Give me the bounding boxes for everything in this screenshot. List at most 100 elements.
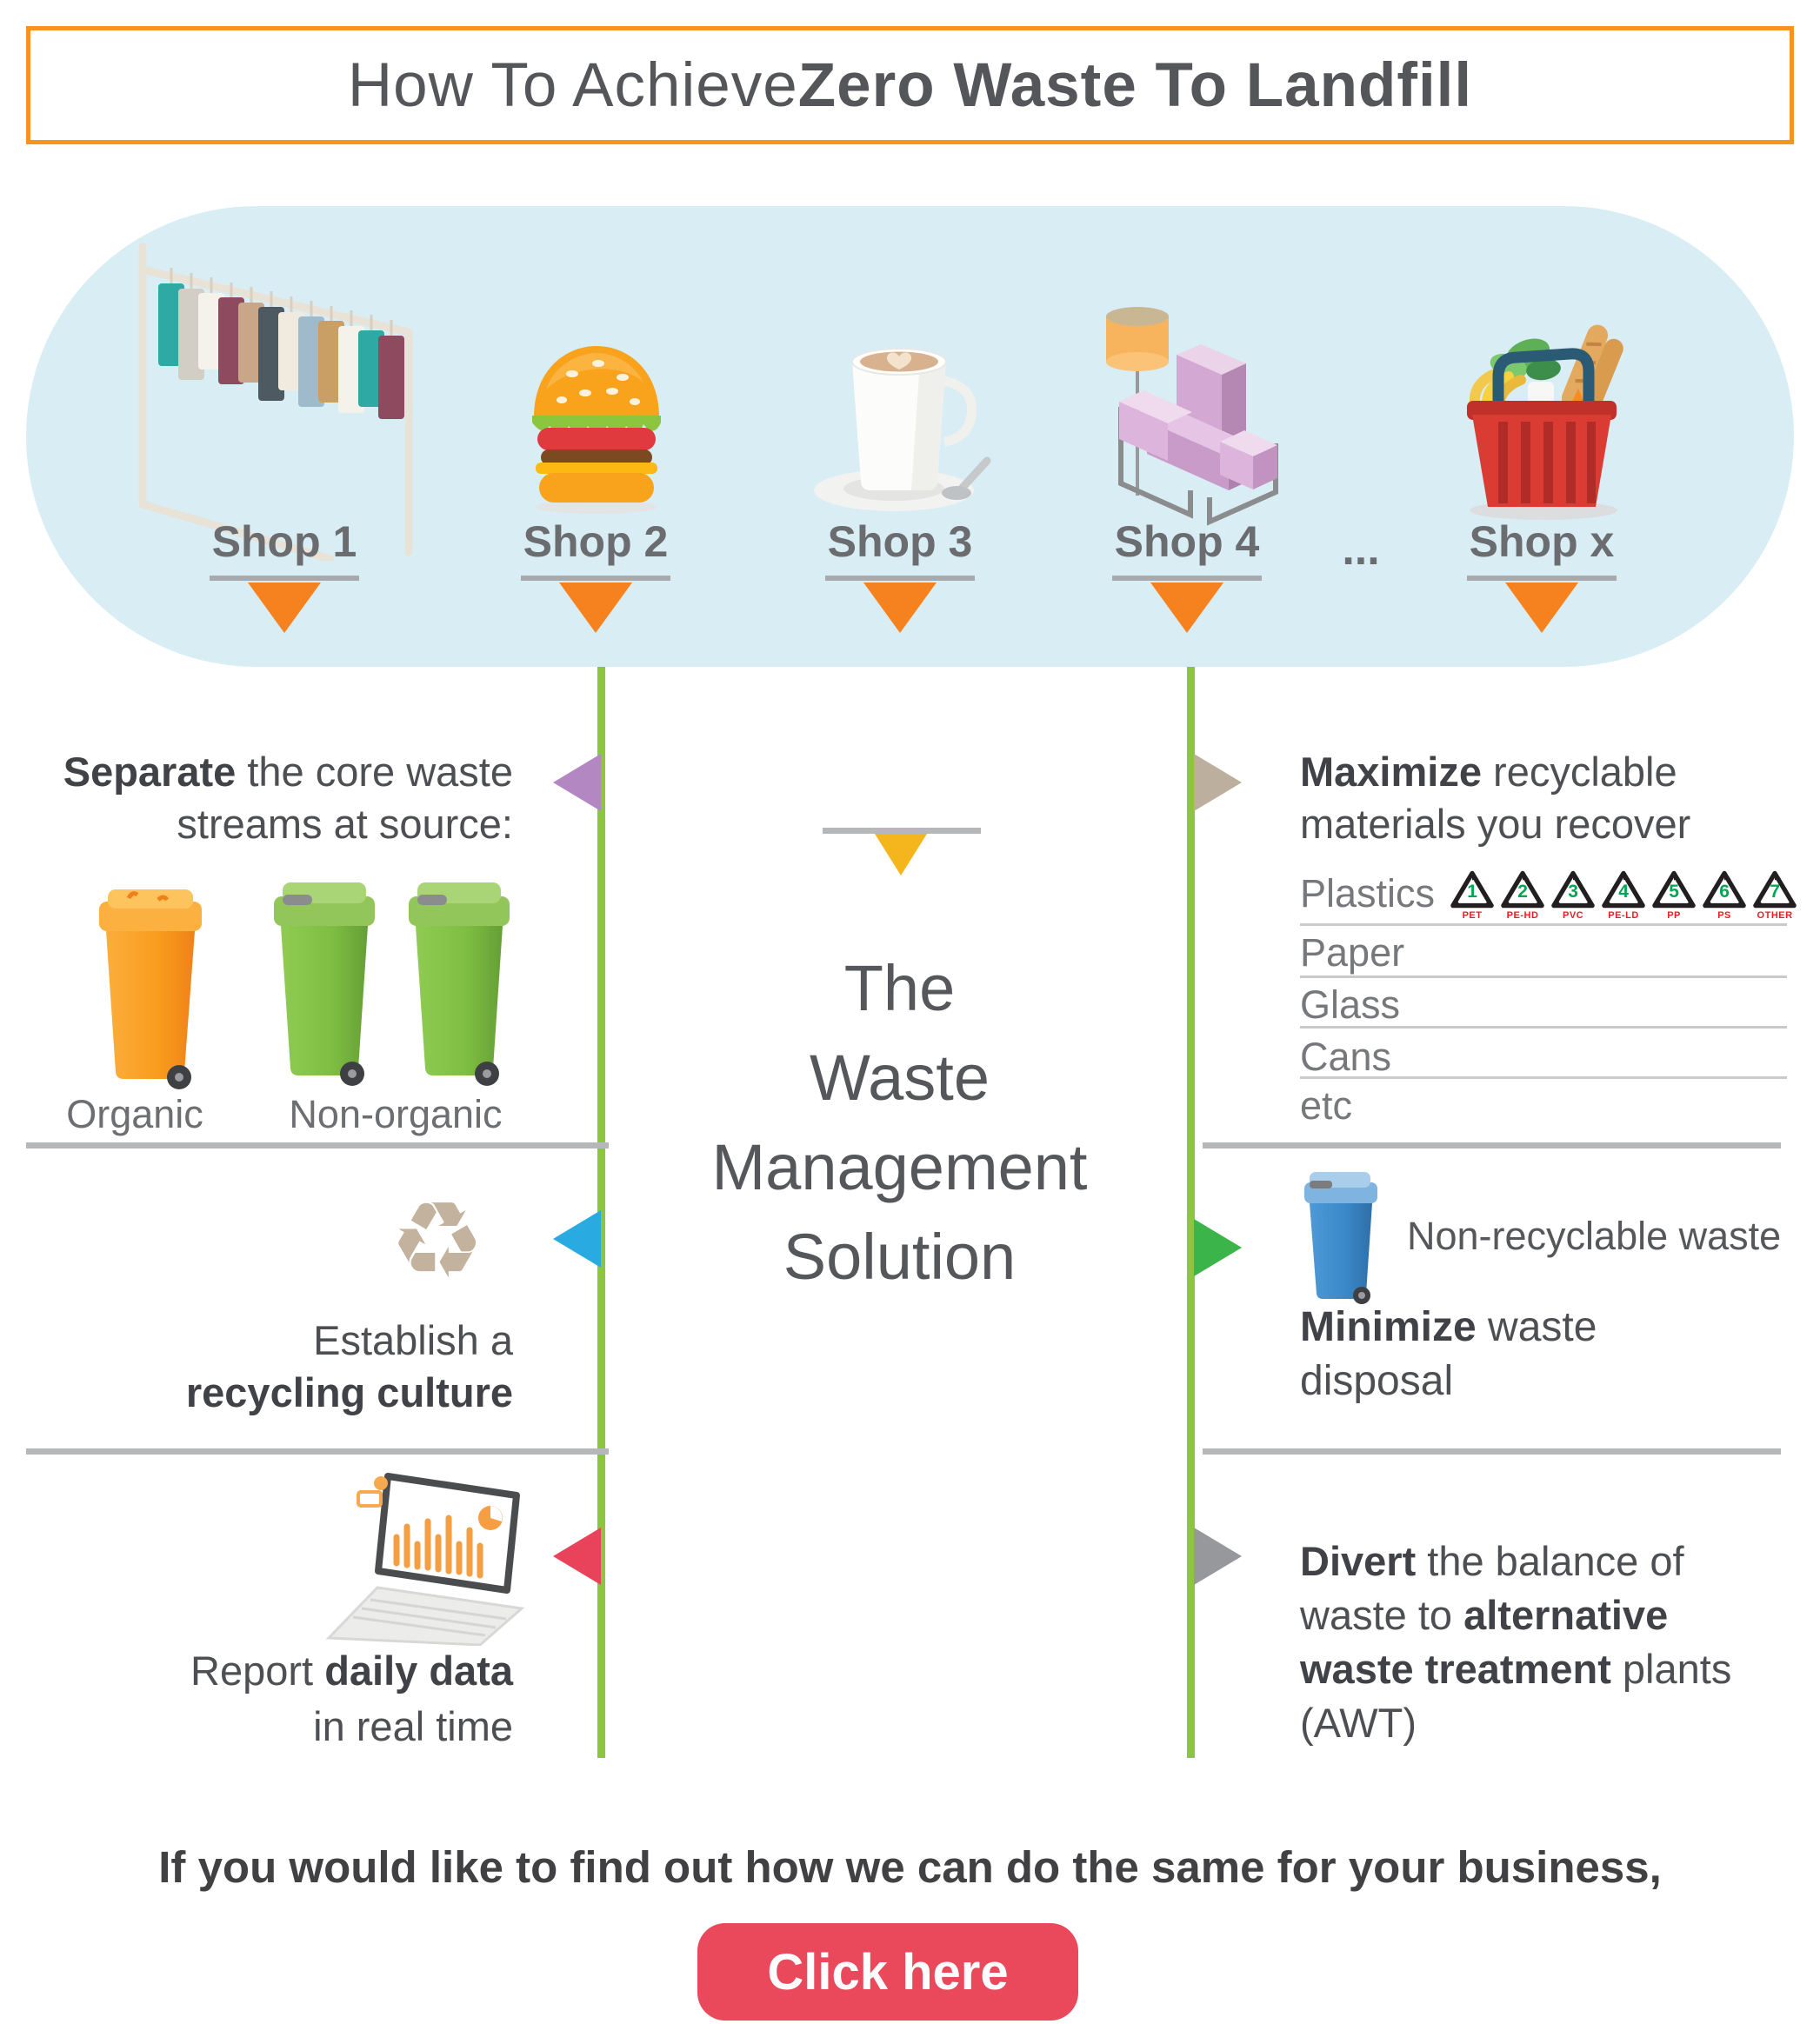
maximize-text: Maximize recyclable materials you recove… — [1300, 746, 1800, 850]
report-bold: daily data — [324, 1648, 513, 1694]
right-divider-1 — [1203, 1142, 1781, 1148]
plastic-code-symbol: 5 PP — [1650, 869, 1697, 921]
minimize-bold: Minimize — [1300, 1304, 1477, 1350]
minimize-arrow-icon — [1194, 1219, 1242, 1276]
shop-1-arrow-down-icon — [248, 583, 321, 633]
solution-headline: The Waste Management Solution — [654, 943, 1145, 1302]
clothes-rack-icon — [138, 243, 413, 561]
shop-x: Shop x — [1429, 516, 1655, 633]
divert-l2-pre: waste to — [1300, 1592, 1464, 1638]
divert-arrow-icon — [1194, 1528, 1242, 1585]
shop-2-arrow-down-icon — [559, 583, 632, 633]
material-etc: etc — [1300, 1083, 1353, 1128]
recycling-arrow-icon — [553, 1210, 601, 1268]
shop-4-label: Shop 4 — [1114, 517, 1260, 566]
funnel-line — [823, 828, 981, 834]
glass-underline — [1300, 1026, 1787, 1029]
non-recyclable-bin-icon — [1304, 1172, 1377, 1304]
recycling-triangle-icon — [1703, 870, 1746, 909]
divert-l3-rest: plants — [1610, 1646, 1732, 1692]
minimize-line2: disposal — [1300, 1358, 1454, 1404]
material-paper: Paper — [1300, 930, 1405, 975]
recycling-triangle-icon — [1501, 870, 1544, 909]
shop-1: Shop 1 — [171, 516, 397, 633]
plastic-code-symbol: 3 PVC — [1550, 869, 1597, 921]
paper-underline — [1300, 975, 1787, 978]
divert-bold: Divert — [1300, 1538, 1417, 1584]
coffee-cup-icon — [814, 348, 991, 511]
plastic-code-symbol: 7 OTHER — [1751, 869, 1798, 921]
plastic-code-symbol: 1 PET — [1449, 869, 1496, 921]
shop-x-underline — [1467, 576, 1617, 581]
minimize-rest: waste — [1476, 1304, 1597, 1350]
shops-ellipsis: ... — [1342, 524, 1380, 575]
plastic-code-symbol: 4 PE-LD — [1600, 869, 1647, 921]
solution-line-3: Management — [711, 1131, 1088, 1203]
shop-4-arrow-down-icon — [1150, 583, 1223, 633]
shop-3: Shop 3 — [787, 516, 1013, 633]
maximize-arrow-icon — [1194, 754, 1242, 811]
shop-3-arrow-down-icon — [863, 583, 937, 633]
divert-l4: (AWT) — [1300, 1700, 1417, 1746]
organic-bin-icon — [99, 889, 202, 1089]
laptop-report-icon — [325, 1473, 525, 1646]
separate-line2: streams at source: — [177, 801, 513, 847]
material-glass: Glass — [1300, 982, 1401, 1027]
recycling-triangle-icon — [1602, 870, 1645, 909]
divert-l2-bold: alternative — [1463, 1592, 1669, 1638]
click-here-button[interactable]: Click here — [697, 1923, 1078, 2021]
divert-l3-bold: waste treatment — [1300, 1646, 1611, 1692]
solution-line-4: Solution — [783, 1221, 1017, 1293]
separate-arrow-icon — [553, 754, 601, 811]
minimize-text: Minimize waste disposal — [1300, 1301, 1800, 1408]
report-arrow-icon — [553, 1528, 601, 1585]
title-prefix: How To Achieve — [347, 50, 798, 120]
timeline-left — [597, 667, 605, 1758]
plastics-row: Plastics 1 PET 2 — [1300, 869, 1802, 921]
shop-2: Shop 2 — [483, 516, 709, 633]
recycling-triangle-icon — [1450, 870, 1494, 909]
shop-3-underline — [825, 576, 975, 581]
timeline-right — [1187, 667, 1195, 1758]
plastics-underline — [1300, 923, 1787, 926]
separate-rest: the core waste — [236, 749, 513, 795]
recycling-line1: Establish a — [313, 1317, 513, 1363]
recycling-text: Establish a recycling culture — [26, 1315, 513, 1419]
divert-l1-rest: the balance of — [1416, 1538, 1684, 1584]
grocery-basket-icon — [1467, 324, 1623, 520]
left-divider-1 — [26, 1142, 609, 1148]
burger-icon — [532, 346, 661, 514]
solution-line-1: The — [843, 952, 956, 1024]
solution-line-2: Waste — [810, 1042, 990, 1114]
click-here-label: Click here — [767, 1943, 1009, 2001]
non-organic-bin-label: Non-organic — [289, 1092, 503, 1136]
shop-1-underline — [210, 576, 359, 581]
recycling-line2: recycling culture — [185, 1369, 513, 1415]
report-pre: Report — [190, 1648, 325, 1694]
recycling-triangle-icon — [1753, 870, 1797, 909]
separate-bold: Separate — [63, 749, 237, 795]
recycling-triangle-icon — [1652, 870, 1696, 909]
plastics-label: Plastics — [1300, 871, 1436, 915]
non-organic-bin-2-icon — [409, 882, 510, 1086]
shop-2-label: Shop 2 — [523, 517, 669, 566]
non-recyclable-caption: Non-recyclable waste — [1407, 1214, 1782, 1258]
report-text: Report daily data in real time — [26, 1643, 513, 1754]
footer-message: If you would like to find out how we can… — [158, 1842, 1662, 1892]
shop-4-underline — [1112, 576, 1262, 581]
material-cans: Cans — [1300, 1035, 1392, 1079]
shop-2-underline — [521, 576, 670, 581]
non-organic-bin-1-icon — [274, 882, 375, 1086]
page-title: How To Achieve Zero Waste To Landfill — [26, 26, 1794, 144]
shop-x-label: Shop x — [1469, 517, 1615, 566]
plastic-codes-row: 1 PET 2 PE-HD — [1449, 869, 1802, 921]
shop-1-label: Shop 1 — [211, 517, 357, 566]
shop-x-arrow-down-icon — [1505, 583, 1578, 633]
plastic-code-symbol: 2 PE-HD — [1499, 869, 1546, 921]
cans-underline — [1300, 1076, 1787, 1079]
plastic-code-symbol: 6 PS — [1701, 869, 1748, 921]
maximize-rest: recyclable — [1481, 749, 1677, 795]
maximize-bold: Maximize — [1300, 749, 1482, 795]
separate-text: Separate the core waste streams at sourc… — [26, 746, 513, 850]
